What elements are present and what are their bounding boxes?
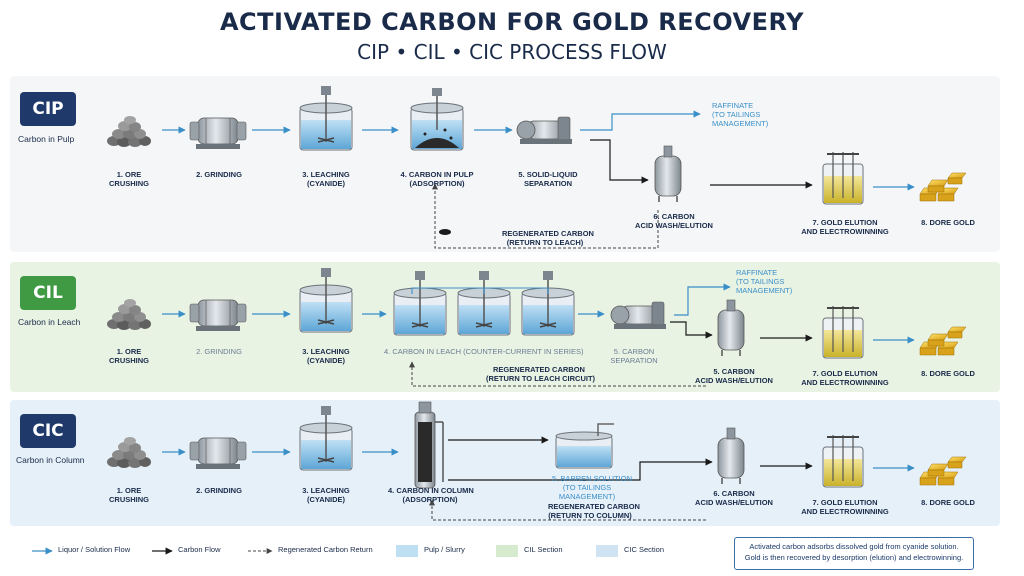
cip-badge-subtitle: Carbon in Pulp [18,134,75,144]
cic-step-3-label: 3. LEACHING(CYANIDE) [302,486,350,504]
cil-tank-3-icon [521,270,575,336]
cil-tank-1-icon [393,270,447,336]
electrowinning-cell-icon [822,305,864,359]
gold-bars-icon [919,172,967,202]
cip-step-2-label: 2. GRINDING [196,170,242,179]
cil-badge: CIL [20,276,76,310]
cic-step-8-label: 8. DORE GOLD [921,498,975,507]
elution-vessel-icon [717,299,745,357]
cil-flows [162,283,915,387]
legend-liquor-label: Liquor / Solution Flow [58,545,131,554]
grinding-mill-icon [189,299,247,332]
cil-step-2-label: 2. GRINDING [196,347,242,356]
gold-bars-icon [919,456,967,486]
ore-pile-icon [107,437,151,468]
elution-vessel-icon [717,427,745,485]
cip-step-8-label: 8. DORE GOLD [921,218,975,227]
separator-icon [516,116,573,145]
legend-carbon-label: Carbon Flow [178,545,221,554]
electrowinning-cell-icon [822,151,864,205]
leach-tank-icon [299,267,353,333]
carbon-column-icon [414,401,444,489]
separator-icon [610,301,667,330]
cic-badge: CIC [20,414,76,448]
barren-solution-tank-icon [555,423,615,469]
page-subtitle: CIP • CIL • CIC PROCESS FLOW [357,40,667,64]
cip-flows [162,110,915,249]
legend-regen-label: Regenerated Carbon Return [278,545,373,554]
cic-badge-subtitle: Carbon in Column [16,455,85,465]
cil-equipment [107,267,967,359]
legend-cil-label: CIL Section [524,545,563,554]
cil-regen-label: REGENERATED CARBON(RETURN TO LEACH CIRCU… [486,365,596,383]
summary-note-line-2: Gold is then recovered by desorption (el… [744,553,964,562]
electrowinning-cell-icon [822,434,864,488]
legend-cic-label: CIC Section [624,545,665,554]
gold-bars-icon [919,326,967,356]
ore-pile-icon [107,116,151,147]
grinding-mill-icon [189,117,247,150]
cip-step-3-label: 3. LEACHING(CYANIDE) [302,170,350,188]
page-title: ACTIVATED CARBON FOR GOLD RECOVERY [219,8,805,36]
cic-flows [162,436,915,521]
summary-note: Activated carbon adsorbs dissolved gold … [734,537,974,570]
grinding-mill-icon [189,437,247,470]
cip-tank-icon [410,87,464,151]
cil-badge-subtitle: Carbon in Leach [18,317,81,327]
cic-regen-label: REGENERATED CARBON(RETURN TO COLUMN) [548,502,640,520]
cic-step-2-label: 2. GRINDING [196,486,242,495]
summary-note-line-1: Activated carbon adsorbs dissolved gold … [749,542,959,551]
legend-pulp-label: Pulp / Slurry [424,545,465,554]
legend-pulp-swatch [396,545,418,557]
elution-vessel-icon [654,145,682,203]
leach-tank-icon [299,405,353,471]
cic-equipment [107,401,967,489]
leach-tank-icon [299,85,353,151]
cip-badge: CIP [20,92,76,126]
cip-regen-label: REGENERATED CARBON(RETURN TO LEACH) [502,229,594,247]
cip-step-4-label: 4. CARBON IN PULP(ADSORPTION) [400,170,474,188]
ore-pile-icon [107,299,151,330]
cil-tank-2-icon [457,270,511,336]
cil-step-3-label: 3. LEACHING(CYANIDE) [302,347,350,365]
legend-cic-swatch [596,545,618,557]
cil-step-8-label: 8. DORE GOLD [921,369,975,378]
legend-cil-swatch [496,545,518,557]
cil-step-4-label: 4. CARBON IN LEACH (COUNTER-CURRENT IN S… [384,347,584,356]
cic-step-4-label: 4. CARBON IN COLUMN(ADSORPTION) [388,486,474,504]
